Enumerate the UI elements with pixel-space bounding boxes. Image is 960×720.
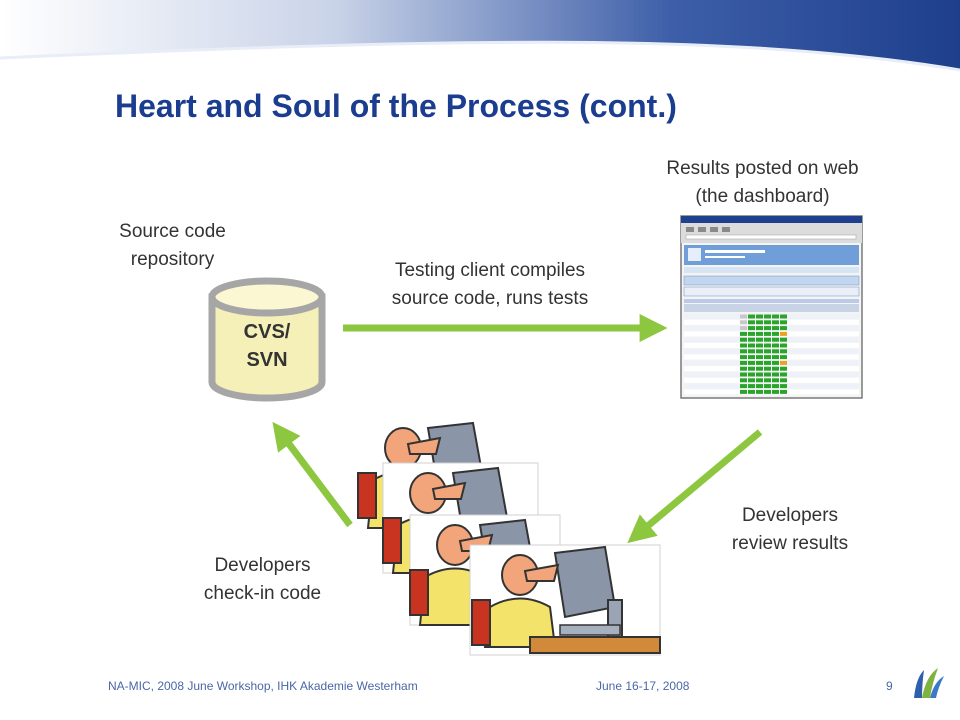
dashboard-screenshot (680, 215, 863, 399)
developer-cartoon-group (357, 418, 661, 656)
review-label-line2: review results (731, 533, 849, 554)
repository-caption-line1: Source code (119, 221, 226, 242)
repository-label-line1: CVS/ (243, 321, 291, 343)
compile-label-line2: source code, runs tests (391, 288, 589, 309)
checkin-label: Developers check-in code (175, 552, 350, 608)
footer-left: NA-MIC, 2008 June Workshop, IHK Akademie… (108, 679, 418, 693)
arrow-to-developers (627, 429, 763, 544)
repository-label: CVS/ SVN (212, 318, 322, 374)
repository-label-line2: SVN (246, 349, 288, 371)
developer-cartoon-icon (469, 544, 661, 656)
arrow-to-repository (272, 421, 353, 528)
compile-label-line1: Testing client compiles (394, 260, 586, 281)
logo-icon (914, 668, 944, 698)
repository-caption-line2: repository (130, 249, 215, 270)
compile-label: Testing client compiles source code, run… (355, 257, 625, 313)
review-label-line1: Developers (741, 505, 839, 526)
checkin-label-line1: Developers (214, 555, 311, 576)
repository-caption: Source code repository (90, 218, 255, 274)
results-label-line1: Results posted on web (666, 158, 859, 179)
footer-center: June 16-17, 2008 (596, 679, 690, 693)
results-label-line2: (the dashboard) (695, 186, 830, 207)
slide-title: Heart and Soul of the Process (cont.) (115, 88, 677, 124)
results-label: Results posted on web (the dashboard) (630, 155, 895, 211)
checkin-label-line2: check-in code (203, 583, 322, 604)
review-label: Developers review results (700, 502, 880, 558)
page-number: 9 (886, 679, 893, 693)
header-swoosh (0, 0, 960, 72)
database-cylinder-icon (208, 277, 326, 402)
